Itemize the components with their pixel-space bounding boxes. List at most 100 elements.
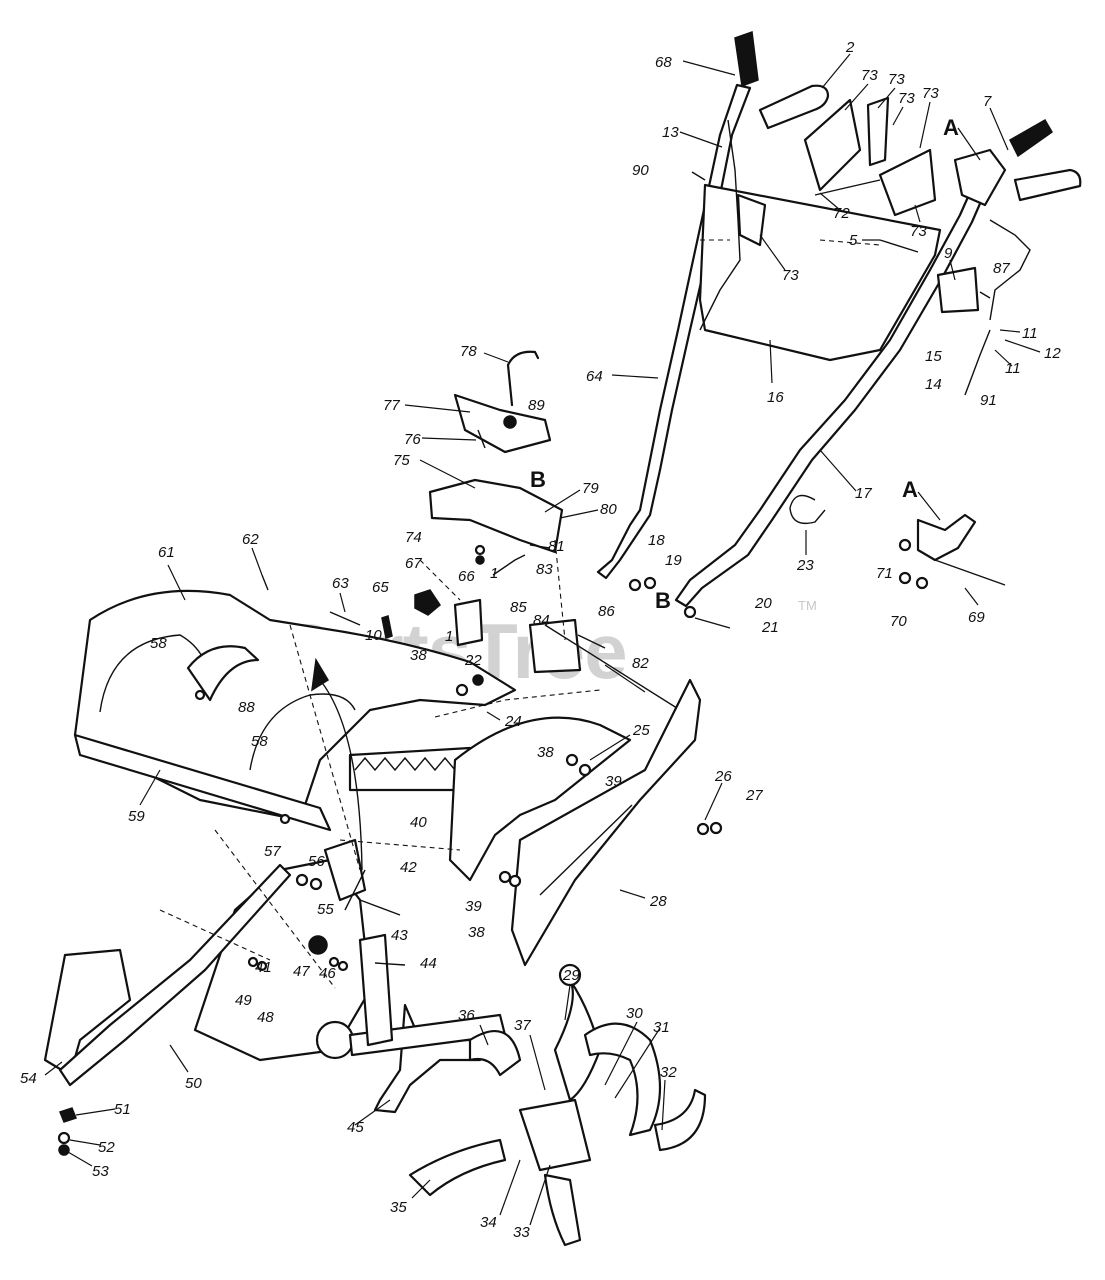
callout-54: 54	[20, 1070, 37, 1087]
depth-bar-teeth	[354, 756, 456, 772]
callout-79: 79	[582, 480, 599, 497]
callout-88: 88	[238, 699, 255, 716]
handle-mount-bracket	[736, 193, 767, 247]
arrow-curve-adjust	[344, 869, 366, 911]
callout-71: 71	[876, 565, 893, 582]
callout-73: 73	[898, 90, 915, 107]
section-letters: A A B B	[530, 115, 981, 613]
leader-51	[75, 1108, 116, 1116]
callout-11: 11	[1005, 360, 1021, 377]
leader-64	[611, 374, 659, 379]
leader-25	[589, 734, 631, 761]
leader-73e	[914, 204, 921, 223]
callout-7: 7	[983, 93, 992, 110]
callout-38: 38	[468, 924, 485, 941]
callout-78: 78	[460, 343, 477, 360]
callout-27: 27	[745, 787, 763, 804]
callout-48: 48	[257, 1009, 274, 1026]
flap-insert	[186, 645, 260, 702]
callout-35: 35	[390, 1199, 407, 1216]
dash-line-4	[434, 689, 601, 718]
leader-2	[821, 53, 851, 89]
leader-81	[529, 544, 551, 549]
tine-blade-a	[553, 978, 602, 1102]
callout-16: 16	[767, 389, 784, 406]
callout-56: 56	[308, 853, 325, 870]
leader-59	[139, 769, 161, 806]
callout-64: 64	[586, 368, 603, 385]
leader-35	[411, 1179, 431, 1199]
dash-line-8	[819, 239, 881, 246]
tine-blade-c	[543, 1173, 582, 1247]
leader-letter-a-upper	[957, 127, 981, 161]
dash-line-3	[339, 839, 461, 851]
leader-73d	[919, 101, 931, 149]
left-grip	[734, 30, 759, 88]
adjust-bar-44	[358, 933, 394, 1047]
tine-assembly	[408, 963, 707, 1247]
callout-49: 49	[235, 992, 252, 1009]
nut-39b	[508, 874, 522, 888]
nut-39	[578, 763, 592, 777]
callout-24: 24	[504, 713, 522, 730]
leader-72	[819, 192, 841, 211]
tine-shield-assembly	[73, 589, 517, 832]
leader-73c	[892, 106, 904, 126]
rod-82	[544, 624, 681, 711]
leader-61	[167, 564, 186, 601]
leader-77	[404, 404, 471, 413]
callout-87: 87	[993, 260, 1010, 277]
bolt-44	[374, 962, 406, 966]
callout-65: 65	[372, 579, 389, 596]
depth-stake-bracket-assembly	[428, 350, 681, 711]
nut-38b	[498, 870, 512, 884]
callout-69: 69	[968, 609, 985, 626]
washer-18	[628, 578, 642, 592]
wheel-knob-55	[308, 935, 328, 955]
leader-82	[604, 664, 646, 693]
pin-76	[477, 429, 486, 449]
callout-46: 46	[319, 965, 336, 982]
detail-a-lever	[916, 513, 977, 562]
leader-26	[704, 782, 723, 821]
depth-bar	[348, 746, 472, 792]
screw-90	[691, 171, 706, 181]
callout-17: 17	[855, 485, 872, 502]
callout-34: 34	[480, 1214, 497, 1231]
tine-shield-skirt	[73, 733, 332, 832]
callout-28: 28	[649, 893, 667, 910]
callout-50: 50	[185, 1075, 202, 1092]
callout-77: 77	[383, 397, 400, 414]
spring-clip	[789, 494, 826, 525]
leader-52	[69, 1139, 101, 1146]
right-handle-tube	[674, 168, 994, 608]
bracket-57	[323, 838, 367, 902]
nut-57	[295, 873, 309, 887]
knob-65	[414, 589, 441, 616]
callout-5: 5	[849, 232, 858, 249]
washer-52	[57, 1131, 71, 1145]
callout-58: 58	[150, 635, 167, 652]
callout-53: 53	[92, 1163, 109, 1180]
leader-30	[604, 1021, 638, 1086]
washer-48	[256, 960, 268, 972]
leader-28	[619, 889, 646, 899]
callout-73: 73	[782, 267, 799, 284]
washer-47	[328, 956, 340, 968]
callout-10: 10	[365, 627, 382, 644]
callout-39: 39	[465, 898, 482, 915]
washer-19	[643, 576, 657, 590]
nut-27	[709, 821, 723, 835]
dash-line-6	[554, 539, 566, 641]
tube-support	[453, 598, 484, 647]
callout-52: 52	[98, 1139, 115, 1156]
callout-91: 91	[980, 392, 997, 409]
leader-73a	[844, 83, 869, 111]
callout-11: 11	[1022, 325, 1038, 342]
callout-40: 40	[410, 814, 427, 831]
tine-shield-inner-curve-mid	[249, 693, 356, 771]
callout-57: 57	[264, 843, 281, 860]
callout-62: 62	[242, 531, 259, 548]
callout-43: 43	[391, 927, 408, 944]
